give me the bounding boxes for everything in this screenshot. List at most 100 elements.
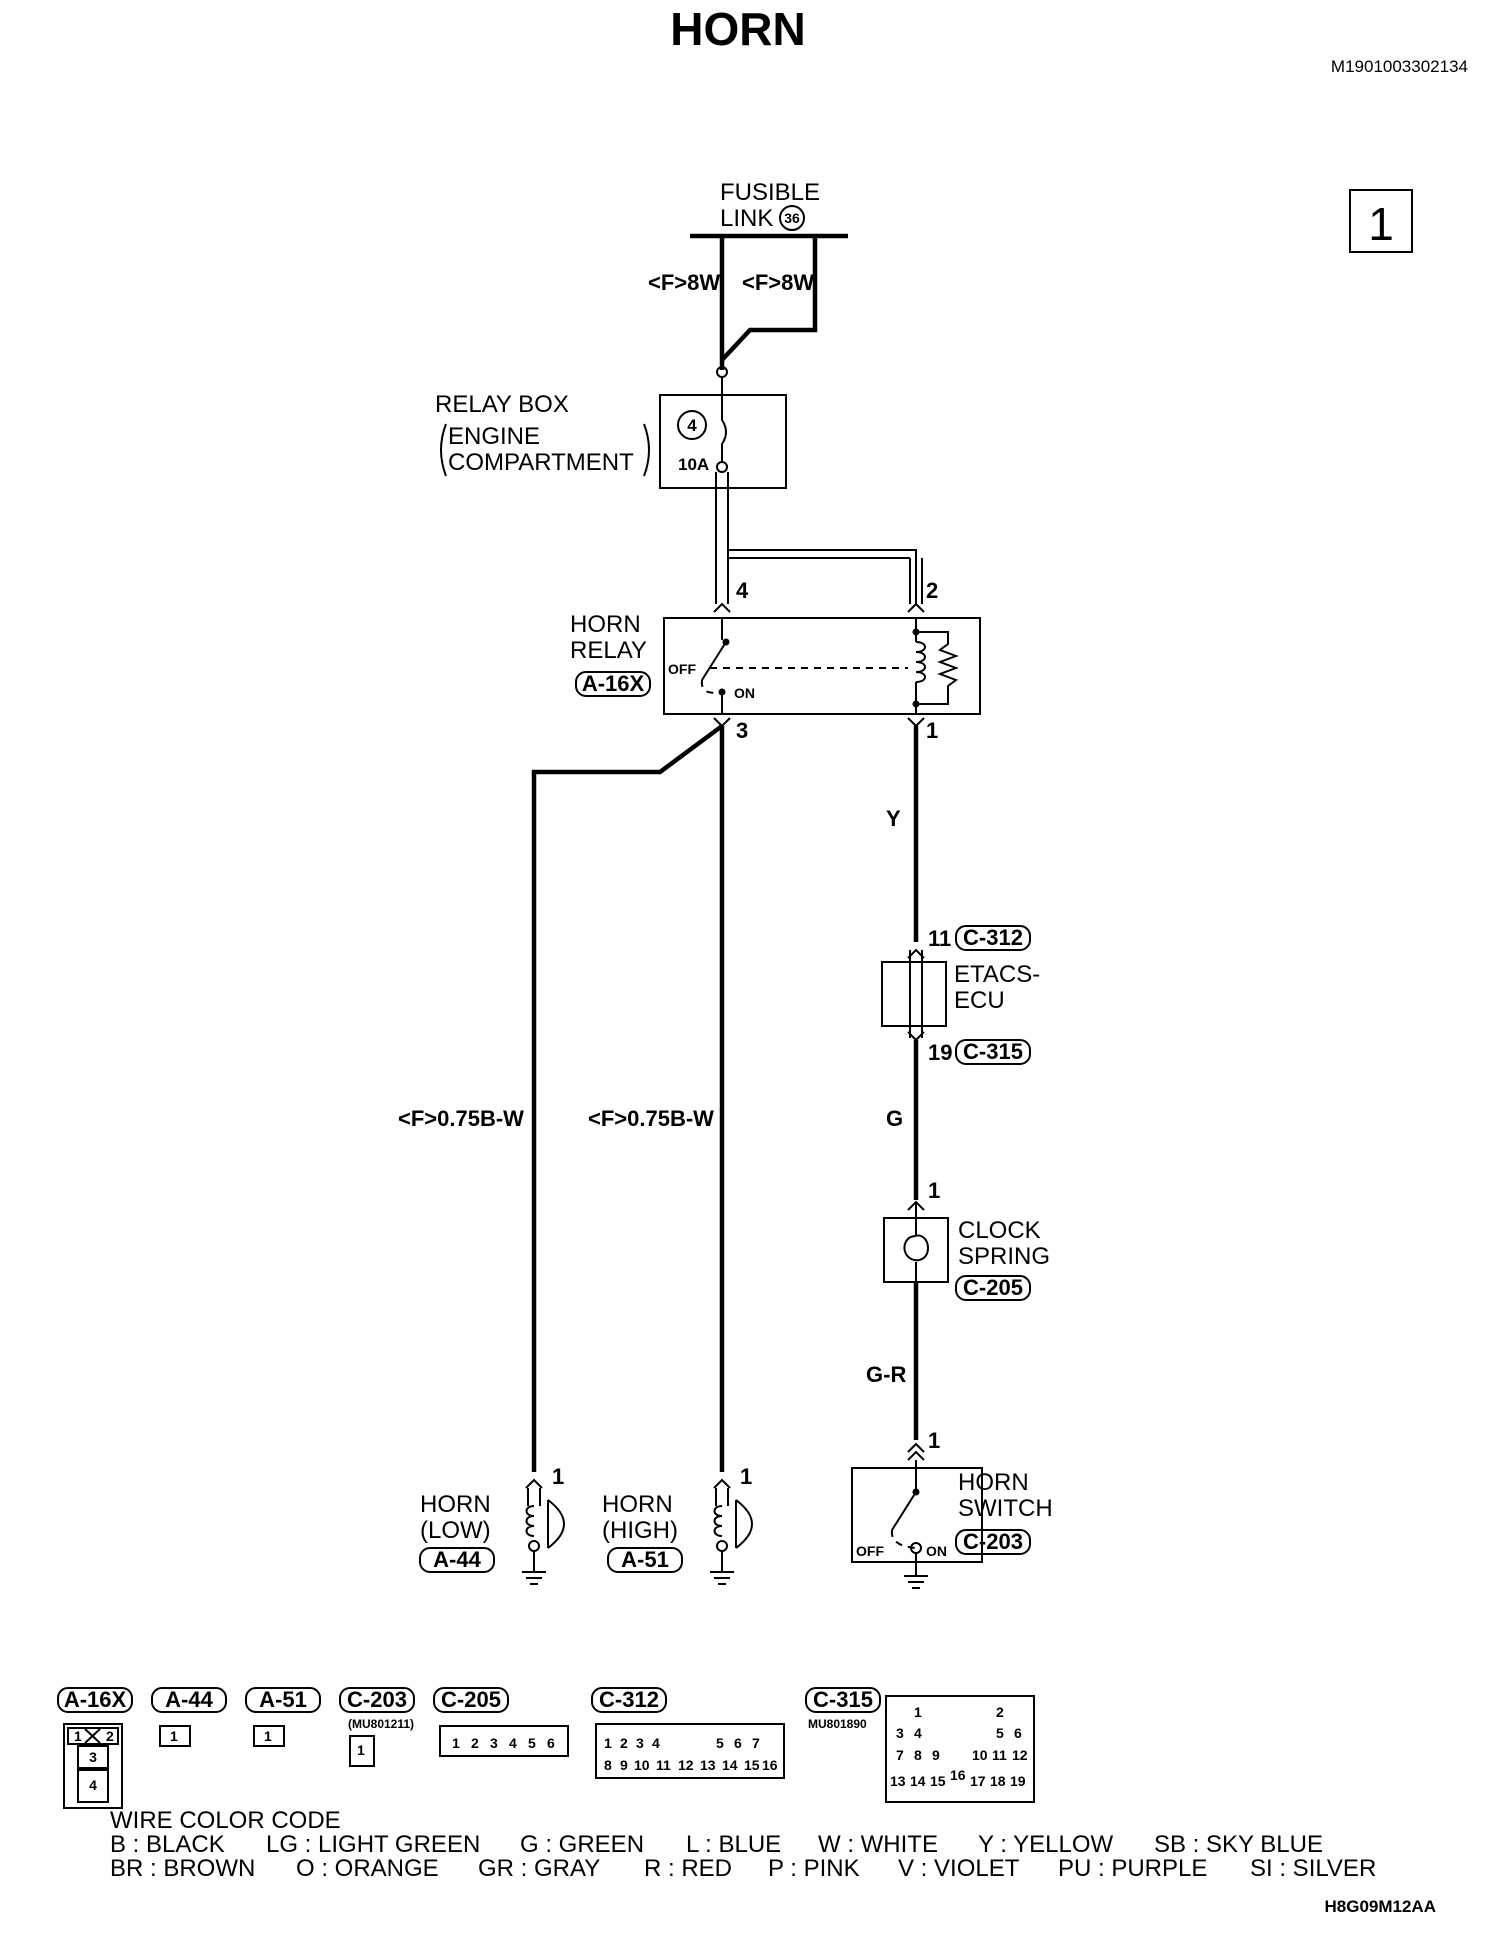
relay-pin-3: 3 [736, 718, 748, 743]
horn-low-coil [525, 1505, 535, 1537]
wire-color-entry: Y : YELLOW [978, 1831, 1114, 1858]
page-title: HORN [670, 3, 805, 55]
horn-low-pin: 1 [552, 1464, 564, 1489]
c205-pin: 1 [452, 1735, 460, 1751]
wire-color-entry: V : VIOLET [898, 1855, 1020, 1882]
wire-label-gr: G-R [866, 1362, 906, 1387]
a44-pin: 1 [170, 1728, 178, 1744]
relay-box-to-relay-wires: 4 2 [713, 472, 938, 613]
c315-pin: 18 [990, 1773, 1006, 1789]
c312-pin: 6 [734, 1735, 742, 1751]
c205-pin: 6 [547, 1735, 555, 1751]
wire-color-heading: WIRE COLOR CODE [110, 1807, 341, 1834]
wire-color-entry: PU : PURPLE [1058, 1855, 1207, 1882]
etacs-box [881, 961, 947, 1027]
clock-spring-connector: C-205 [963, 1275, 1023, 1300]
c315-pin: 17 [970, 1773, 986, 1789]
horn-relay-outline [663, 617, 981, 715]
c315-part: MU801890 [808, 1717, 867, 1731]
wire-label-horn-high: <F>0.75B-W [588, 1106, 714, 1131]
horn-low-diaphragm [547, 1499, 565, 1549]
fusible-link-label: FUSIBLE [720, 179, 820, 206]
c312-pin: 13 [700, 1757, 716, 1773]
wire-color-code: WIRE COLOR CODE B : BLACK LG : LIGHT GRE… [110, 1807, 1376, 1882]
etacs-ecu: 11 C-312 ETACS- ECU 19 C-315 G [881, 925, 1040, 1200]
horn-relay: HORN RELAY A-16X OFF ON [570, 611, 981, 715]
paren-left [440, 423, 447, 477]
legend-conn-a16x: A-16X [64, 1687, 127, 1712]
c315-pin: 1 [914, 1704, 922, 1720]
relay-pin-1: 1 [926, 718, 938, 743]
c315-pin: 8 [914, 1747, 922, 1763]
c315-pin: 13 [890, 1773, 906, 1789]
wire-color-entry: LG : LIGHT GREEN [266, 1831, 480, 1858]
wire-label-fuse-left: <F>8W [648, 270, 720, 295]
c312-pin: 7 [752, 1735, 760, 1751]
c312-pins: 1 2 3 4 5 6 7 8 9 10 11 12 13 14 15 16 [604, 1735, 778, 1773]
fusible-link: FUSIBLE LINK 36 [690, 179, 848, 239]
horn-switch-on: ON [926, 1543, 947, 1559]
relay-pin-2: 2 [926, 578, 938, 603]
c315-pin: 2 [996, 1704, 1004, 1720]
c312-pin: 2 [620, 1735, 628, 1751]
a16x-pin: 3 [89, 1749, 97, 1765]
wire-color-entry: O : ORANGE [296, 1855, 439, 1882]
wire-color-entry: P : PINK [768, 1855, 860, 1882]
horn-high: 1 HORN (HIGH) A-51 [602, 1464, 753, 1585]
c315-pin: 7 [896, 1747, 904, 1763]
wire-label-horn-low: <F>0.75B-W [398, 1106, 524, 1131]
relay-box-label-2: ENGINE [448, 423, 540, 450]
etacs-label-2: ECU [954, 987, 1005, 1014]
wire-color-entry: L : BLUE [686, 1831, 781, 1858]
c312-pin: 9 [620, 1757, 628, 1773]
c312-pin: 15 [744, 1757, 760, 1773]
legend-conn-c315: C-315 [813, 1687, 873, 1712]
c312-pin: 5 [716, 1735, 724, 1751]
a16x-pin: 1 [74, 1728, 82, 1744]
horn-high-diaphragm [735, 1499, 753, 1549]
horn-low-label-2: (LOW) [420, 1517, 491, 1544]
c315-pin: 9 [932, 1747, 940, 1763]
fusible-link-label-2: LINK [720, 205, 773, 232]
wire-color-entry: R : RED [644, 1855, 732, 1882]
c315-pin: 14 [910, 1773, 926, 1789]
c315-pin: 19 [1010, 1773, 1026, 1789]
wire-color-entry: SI : SILVER [1250, 1855, 1376, 1882]
horn-relay-connector: A-16X [582, 671, 645, 696]
wire-label-g: G [886, 1106, 903, 1131]
wire-color-entry: G : GREEN [520, 1831, 644, 1858]
c315-pin: 11 [992, 1747, 1007, 1763]
c315-pins: 1 2 3 4 5 6 7 8 9 10 11 12 13 14 15 16 1… [890, 1704, 1028, 1789]
c315-pin: 6 [1014, 1725, 1022, 1741]
c312-pin: 10 [634, 1757, 650, 1773]
etacs-pin-out: 19 [928, 1040, 952, 1065]
a51-pin: 1 [264, 1728, 272, 1744]
c315-pin: 16 [950, 1767, 966, 1783]
horn-relay-label: HORN [570, 611, 641, 638]
relay-coil [915, 641, 926, 683]
relay-contact-blade [701, 641, 727, 681]
fusible-link-number: 36 [784, 210, 800, 226]
fuse-element [721, 377, 727, 462]
figure-id: H8G09M12AA [1325, 1897, 1437, 1916]
horn-low-label: HORN [420, 1491, 491, 1518]
horn-switch: 1 OFF ON HORN SWITCH C-203 [851, 1428, 1053, 1589]
horn-low-connector: A-44 [433, 1547, 481, 1572]
clock-spring-label-2: SPRING [958, 1243, 1050, 1270]
wire-label-fuse-right: <F>8W [742, 270, 814, 295]
paren-right [643, 423, 650, 477]
a16x-pin: 4 [89, 1777, 97, 1793]
c205-pin: 2 [471, 1735, 479, 1751]
connector-legend: A-16X 1 2 3 4 A-44 1 A-51 1 C-203 (MU801… [57, 1687, 1035, 1809]
clock-spring-pin: 1 [928, 1178, 940, 1203]
wire-color-entry: SB : SKY BLUE [1154, 1831, 1323, 1858]
c312-pin: 11 [656, 1757, 671, 1773]
c315-pin: 15 [930, 1773, 946, 1789]
legend-conn-a44: A-44 [165, 1687, 213, 1712]
legend-conn-a51: A-51 [259, 1687, 307, 1712]
horn-switch-off: OFF [856, 1543, 884, 1559]
clock-spring-label: CLOCK [958, 1217, 1041, 1244]
c312-pin: 3 [636, 1735, 644, 1751]
page-number: 1 [1368, 198, 1394, 250]
